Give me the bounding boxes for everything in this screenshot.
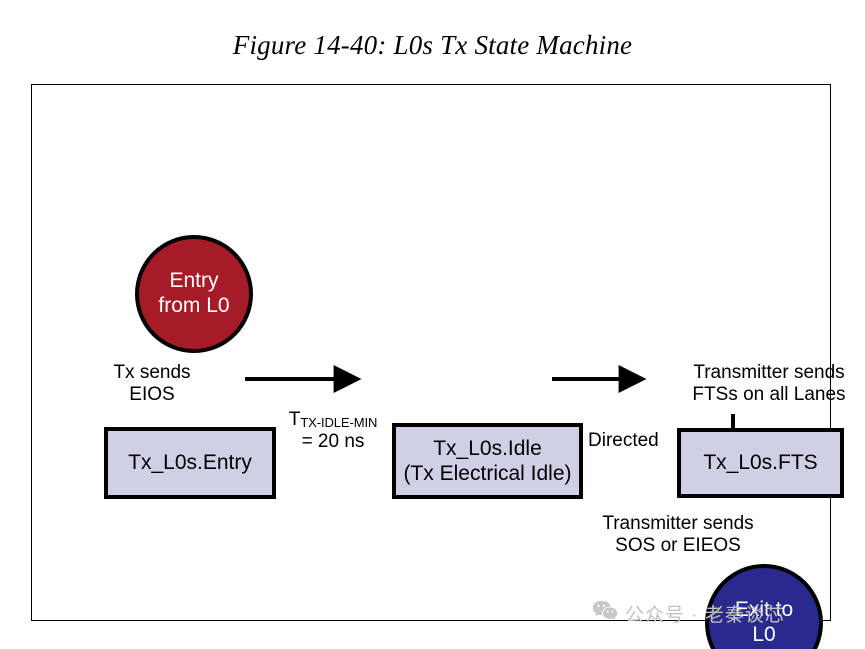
- state-node-entry-from-l0[interactable]: Entry from L0: [135, 235, 253, 353]
- state-node-entry-from-l0-line1: Entry: [169, 269, 219, 293]
- edge-label-directed-line1: Directed: [588, 430, 659, 451]
- edge-label-t-tx-idle-min-line2: = 20 ns: [301, 431, 365, 453]
- state-node-tx-l0s-idle-line1: Tx_L0s.Idle: [433, 436, 542, 460]
- wechat-icon: [592, 600, 618, 627]
- edge-label-transmitter-sends-ftss-line1: Transmitter sends: [693, 362, 845, 383]
- state-node-tx-l0s-entry[interactable]: Tx_L0s.Entry: [104, 427, 276, 499]
- state-node-tx-l0s-fts[interactable]: Tx_L0s.FTS: [677, 428, 844, 498]
- state-node-tx-l0s-idle[interactable]: Tx_L0s.Idle (Tx Electrical Idle): [392, 423, 583, 499]
- state-node-entry-from-l0-line2: from L0: [158, 294, 230, 317]
- edge-label-tx-sends-eios: Tx sends EIOS: [103, 362, 201, 407]
- watermark-text: 公众号 · 老秦谈芯: [625, 605, 785, 626]
- state-node-exit-to-l0-line1: Exit to: [734, 598, 794, 622]
- diagram-frame: Entry from L0 Tx_L0s.Entry Tx_L0s.Idle (…: [31, 84, 846, 649]
- edge-label-t-tx-idle-min-symbol: T: [288, 409, 301, 430]
- edge-label-directed: Directed: [588, 430, 659, 452]
- page-title: Figure 14-40: L0s Tx State Machine: [232, 30, 633, 60]
- edge-label-transmitter-sends-ftss-line2: FTSs on all Lanes: [692, 384, 846, 406]
- state-node-tx-l0s-idle-line2: (Tx Electrical Idle): [403, 462, 572, 485]
- edge-label-transmitter-sends-ftss: Transmitter sends FTSs on all Lanes: [680, 362, 858, 407]
- edge-label-tx-sends-eios-line2: EIOS: [129, 384, 175, 406]
- edge-label-transmitter-sends-sos-line2: SOS or EIEOS: [615, 535, 741, 557]
- edge-label-t-tx-idle-min-subscript: TX-IDLE-MIN: [300, 415, 378, 430]
- watermark: 公众号 · 老秦谈芯: [592, 600, 785, 627]
- state-node-tx-l0s-entry-label: Tx_L0s.Entry: [128, 451, 252, 475]
- edge-label-t-tx-idle-min: TTX-IDLE-MIN = 20 ns: [280, 409, 386, 454]
- edge-label-t-tx-idle-min-symbol-row: TTX-IDLE-MIN: [280, 409, 386, 431]
- edge-label-tx-sends-eios-line1: Tx sends: [113, 362, 191, 383]
- edge-label-transmitter-sends-sos-line1: Transmitter sends: [602, 513, 754, 534]
- state-node-exit-to-l0[interactable]: Exit to L0: [705, 564, 823, 649]
- edge-label-transmitter-sends-sos: Transmitter sends SOS or EIEOS: [597, 513, 759, 558]
- state-node-exit-to-l0-line2: L0: [752, 623, 776, 646]
- state-node-tx-l0s-fts-label: Tx_L0s.FTS: [703, 451, 818, 475]
